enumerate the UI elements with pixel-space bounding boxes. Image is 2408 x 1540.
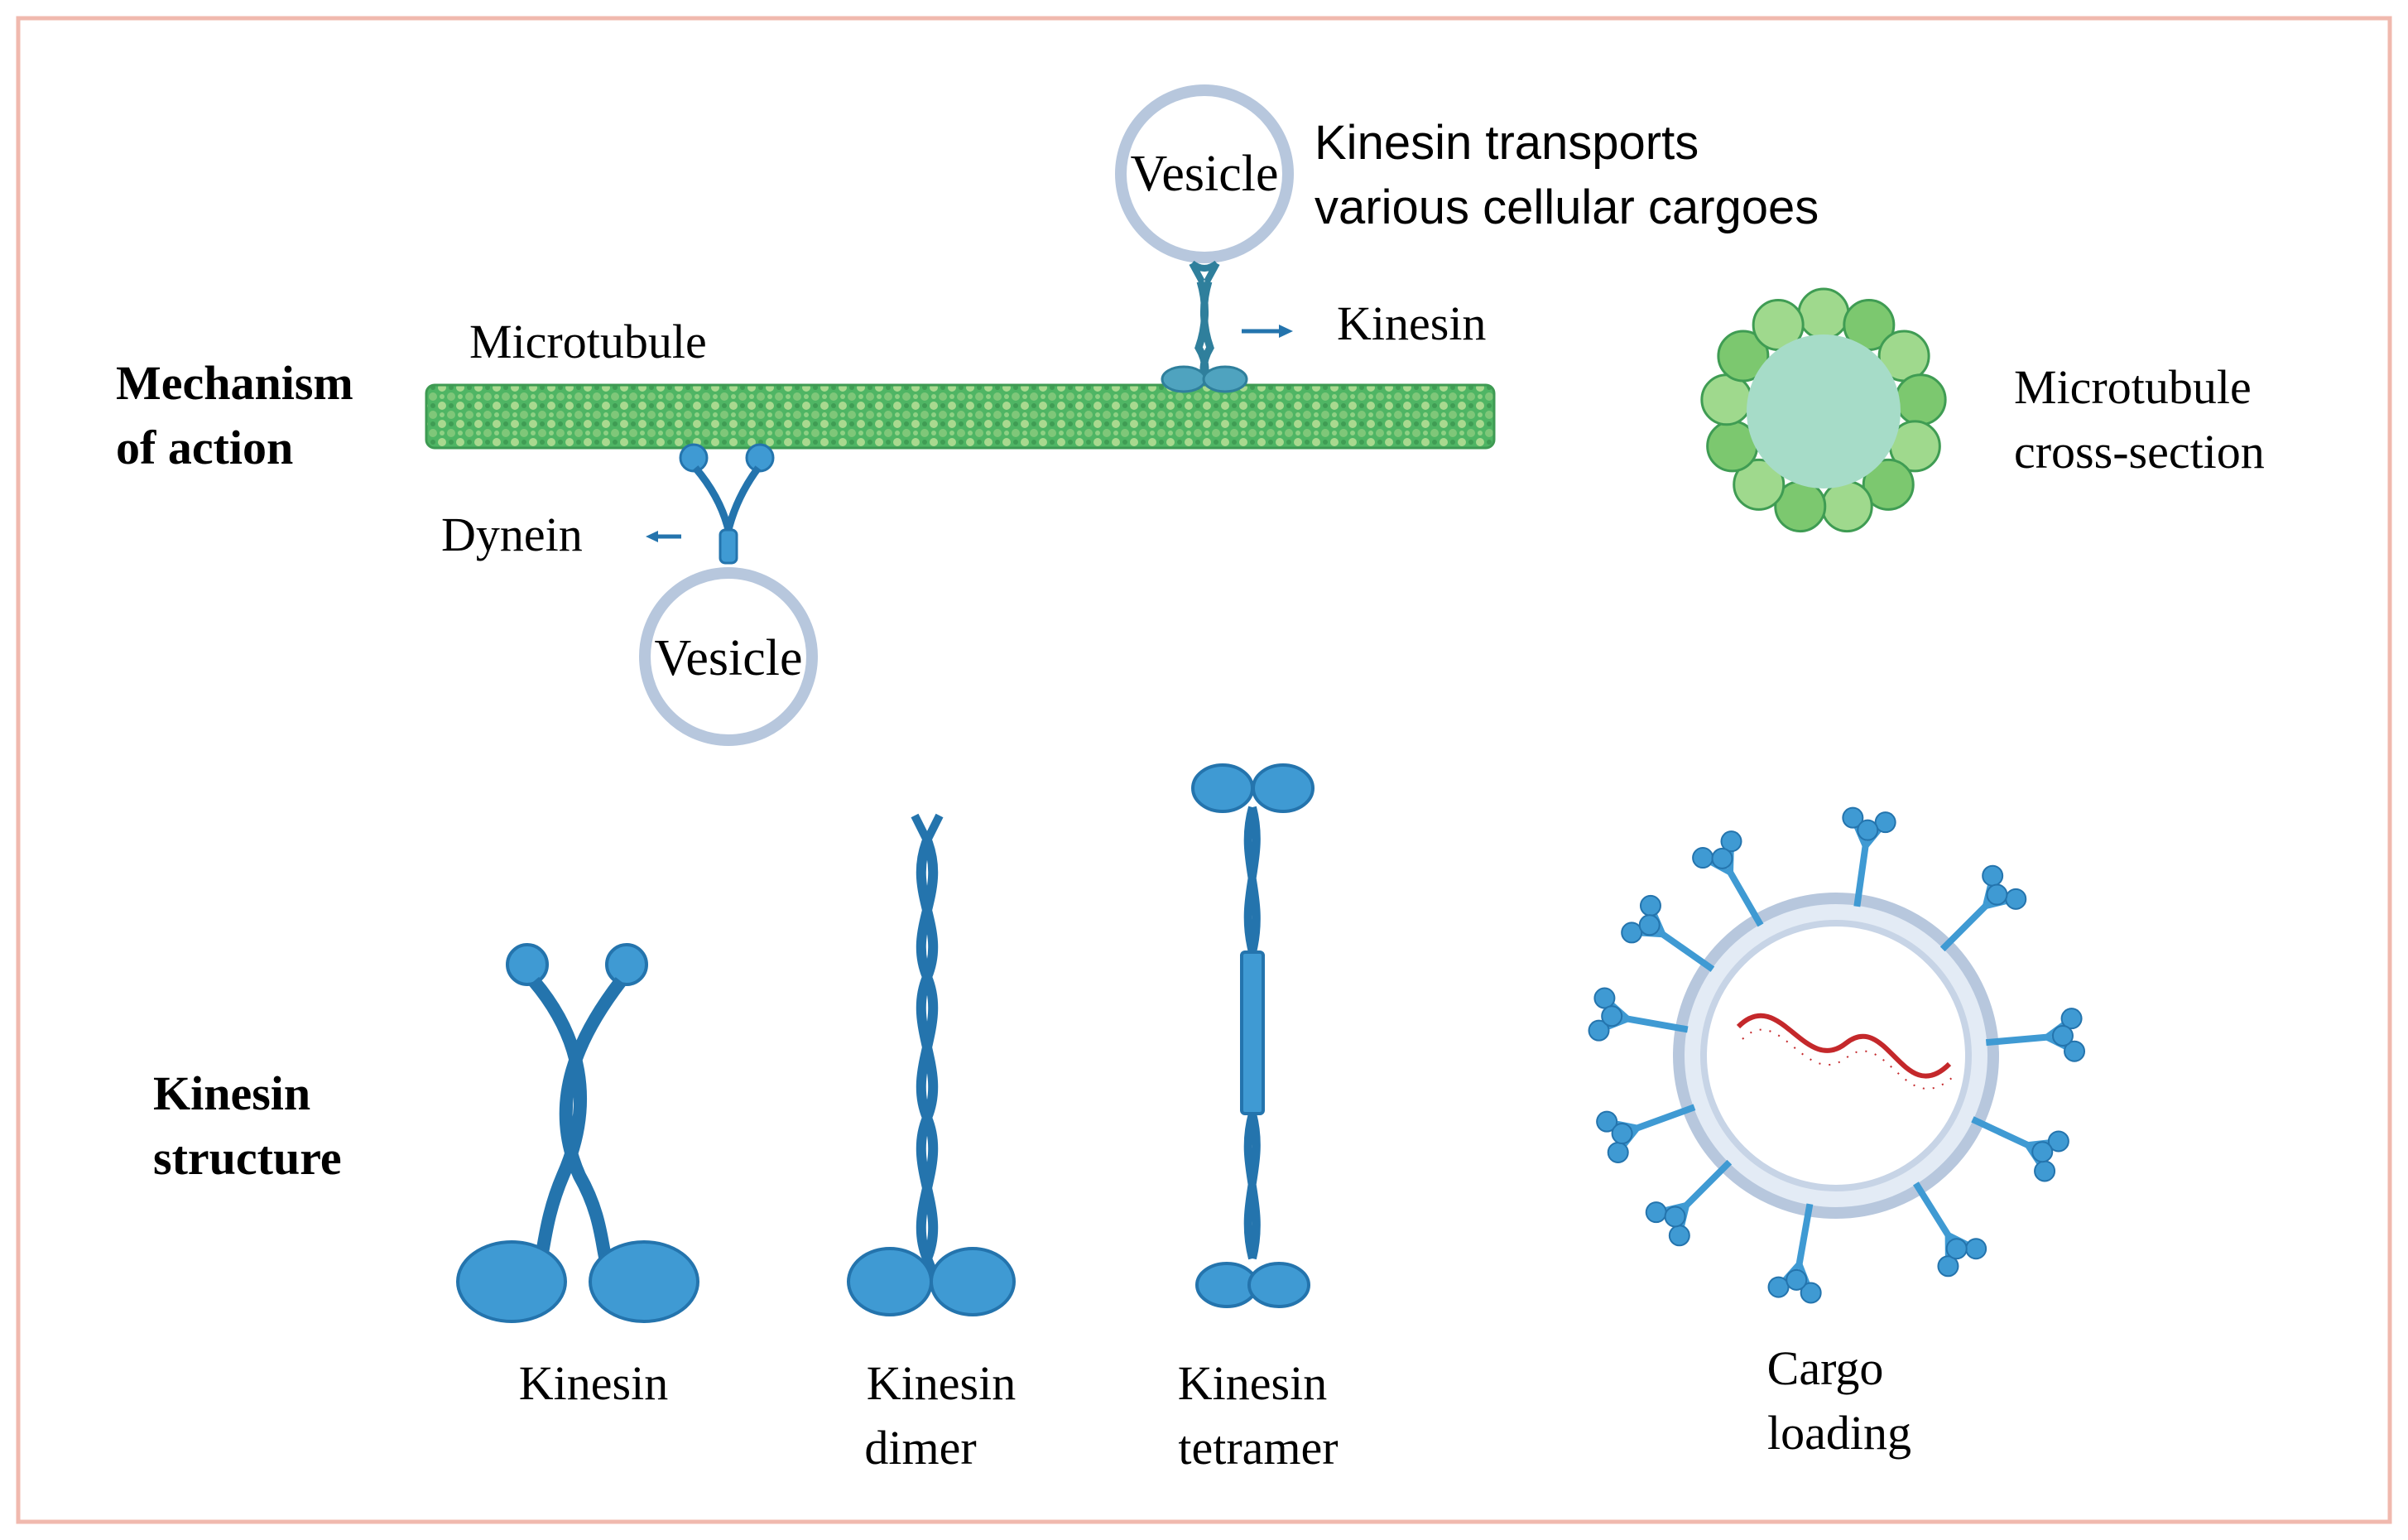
dynein-label: Dynein: [441, 508, 583, 561]
section-title-mechanism: Mechanism: [116, 356, 353, 410]
receptor-icon: [1971, 1116, 2069, 1182]
receptor-icon: [1588, 987, 1689, 1042]
tubulin-subunit: [1700, 373, 1753, 426]
figure-frame: [16, 16, 2392, 1524]
microtubule-filament-icon: [425, 383, 1496, 450]
receptor-icon: [1767, 1203, 1822, 1304]
vesicle-icon: [639, 567, 818, 746]
dynein-motor-icon: [679, 443, 775, 565]
cargo-label-line2: loading: [1767, 1406, 1911, 1460]
tubulin-subunit: [1894, 373, 1947, 426]
vesicle-icon: [1115, 84, 1294, 263]
tubulin-subunit: [1862, 458, 1915, 511]
cross-section-label-line2: cross-section: [2014, 425, 2265, 479]
surface-receptor-icons: [1588, 806, 2086, 1304]
cargo-label-line1: Cargo: [1767, 1341, 1884, 1395]
tubulin-subunit: [1797, 287, 1850, 340]
kinesin-dimer-label-line1: Kinesin: [867, 1356, 1016, 1410]
rna-strand-icon: [1736, 1013, 1954, 1090]
receptor-icon: [1692, 830, 1764, 927]
vesicle-top-label: Vesicle: [1130, 146, 1278, 202]
receptor-icon: [1842, 806, 1896, 907]
receptor-icon: [1621, 894, 1715, 972]
section-title-structure-line2: structure: [153, 1131, 342, 1185]
receptor-icon: [1913, 1181, 1987, 1278]
receptor-icon: [1596, 1104, 1696, 1163]
microtubule-lumen: [1747, 334, 1901, 488]
section-title-structure: Kinesin: [153, 1066, 310, 1120]
kinesin-tetramer-icon: [1191, 763, 1315, 1308]
receptor-icon: [1939, 864, 2027, 952]
kinesin-dimer-label-line2: dimer: [864, 1421, 976, 1475]
tubulin-subunit: [1820, 480, 1873, 533]
transport-note-line1: Kinesin transports: [1315, 116, 1699, 170]
section-title-mechanism-line2: of action: [116, 421, 293, 474]
kinesin-dimer-icon: [847, 813, 1016, 1316]
cross-section-label-line1: Microtubule: [2014, 360, 2252, 414]
kinesin-motor-icon: [1161, 260, 1248, 393]
dynein-direction-arrow-icon: [646, 531, 681, 542]
tubulin-subunit: [1717, 330, 1770, 383]
vesicle-bottom-label: Vesicle: [654, 630, 802, 686]
tubulin-subunit: [1733, 458, 1786, 511]
kinesin-direction-arrow-icon: [1242, 325, 1293, 338]
cargo-vesicle-icon: [1673, 893, 1999, 1219]
microtubule-label: Microtubule: [469, 315, 707, 368]
receptor-icon: [1985, 1008, 2086, 1062]
kinesin-label: Kinesin: [1337, 296, 1486, 350]
receptor-icon: [1645, 1159, 1733, 1247]
transport-note-line2: various cellular cargoes: [1315, 180, 1819, 234]
kinesin-tetramer-label-line2: tetramer: [1178, 1421, 1338, 1475]
kinesin-tetramer-label-line1: Kinesin: [1178, 1356, 1327, 1410]
microtubule-cross-section-icon: [1700, 287, 1947, 533]
kinesin-monomer-icon: [456, 943, 699, 1323]
kinesin-structure-label: Kinesin: [519, 1356, 668, 1410]
